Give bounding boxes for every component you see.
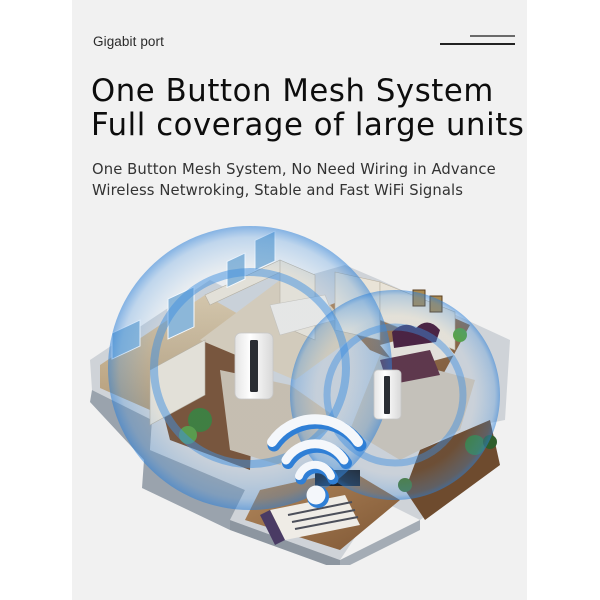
headline-line-2: Full coverage of large units: [91, 107, 525, 143]
feature-tag: Gigabit port: [93, 34, 164, 49]
wifi-signal-icon: [267, 414, 367, 508]
subtitle-line-1: One Button Mesh System, No Need Wiring i…: [92, 160, 496, 178]
decorative-line: [440, 43, 515, 45]
subtitle: One Button Mesh System, No Need Wiring i…: [92, 159, 496, 201]
mesh-router-icon: [234, 332, 274, 400]
mesh-router-icon: [373, 369, 402, 420]
headline: One Button Mesh System Full coverage of …: [91, 74, 524, 142]
decorative-line: [470, 35, 515, 37]
headline-line-1: One Button Mesh System: [91, 73, 494, 109]
product-panel: Gigabit port One Button Mesh System Full…: [72, 0, 527, 600]
apartment-illustration: [90, 226, 510, 565]
subtitle-line-2: Wireless Netwroking, Stable and Fast WiF…: [92, 181, 464, 199]
